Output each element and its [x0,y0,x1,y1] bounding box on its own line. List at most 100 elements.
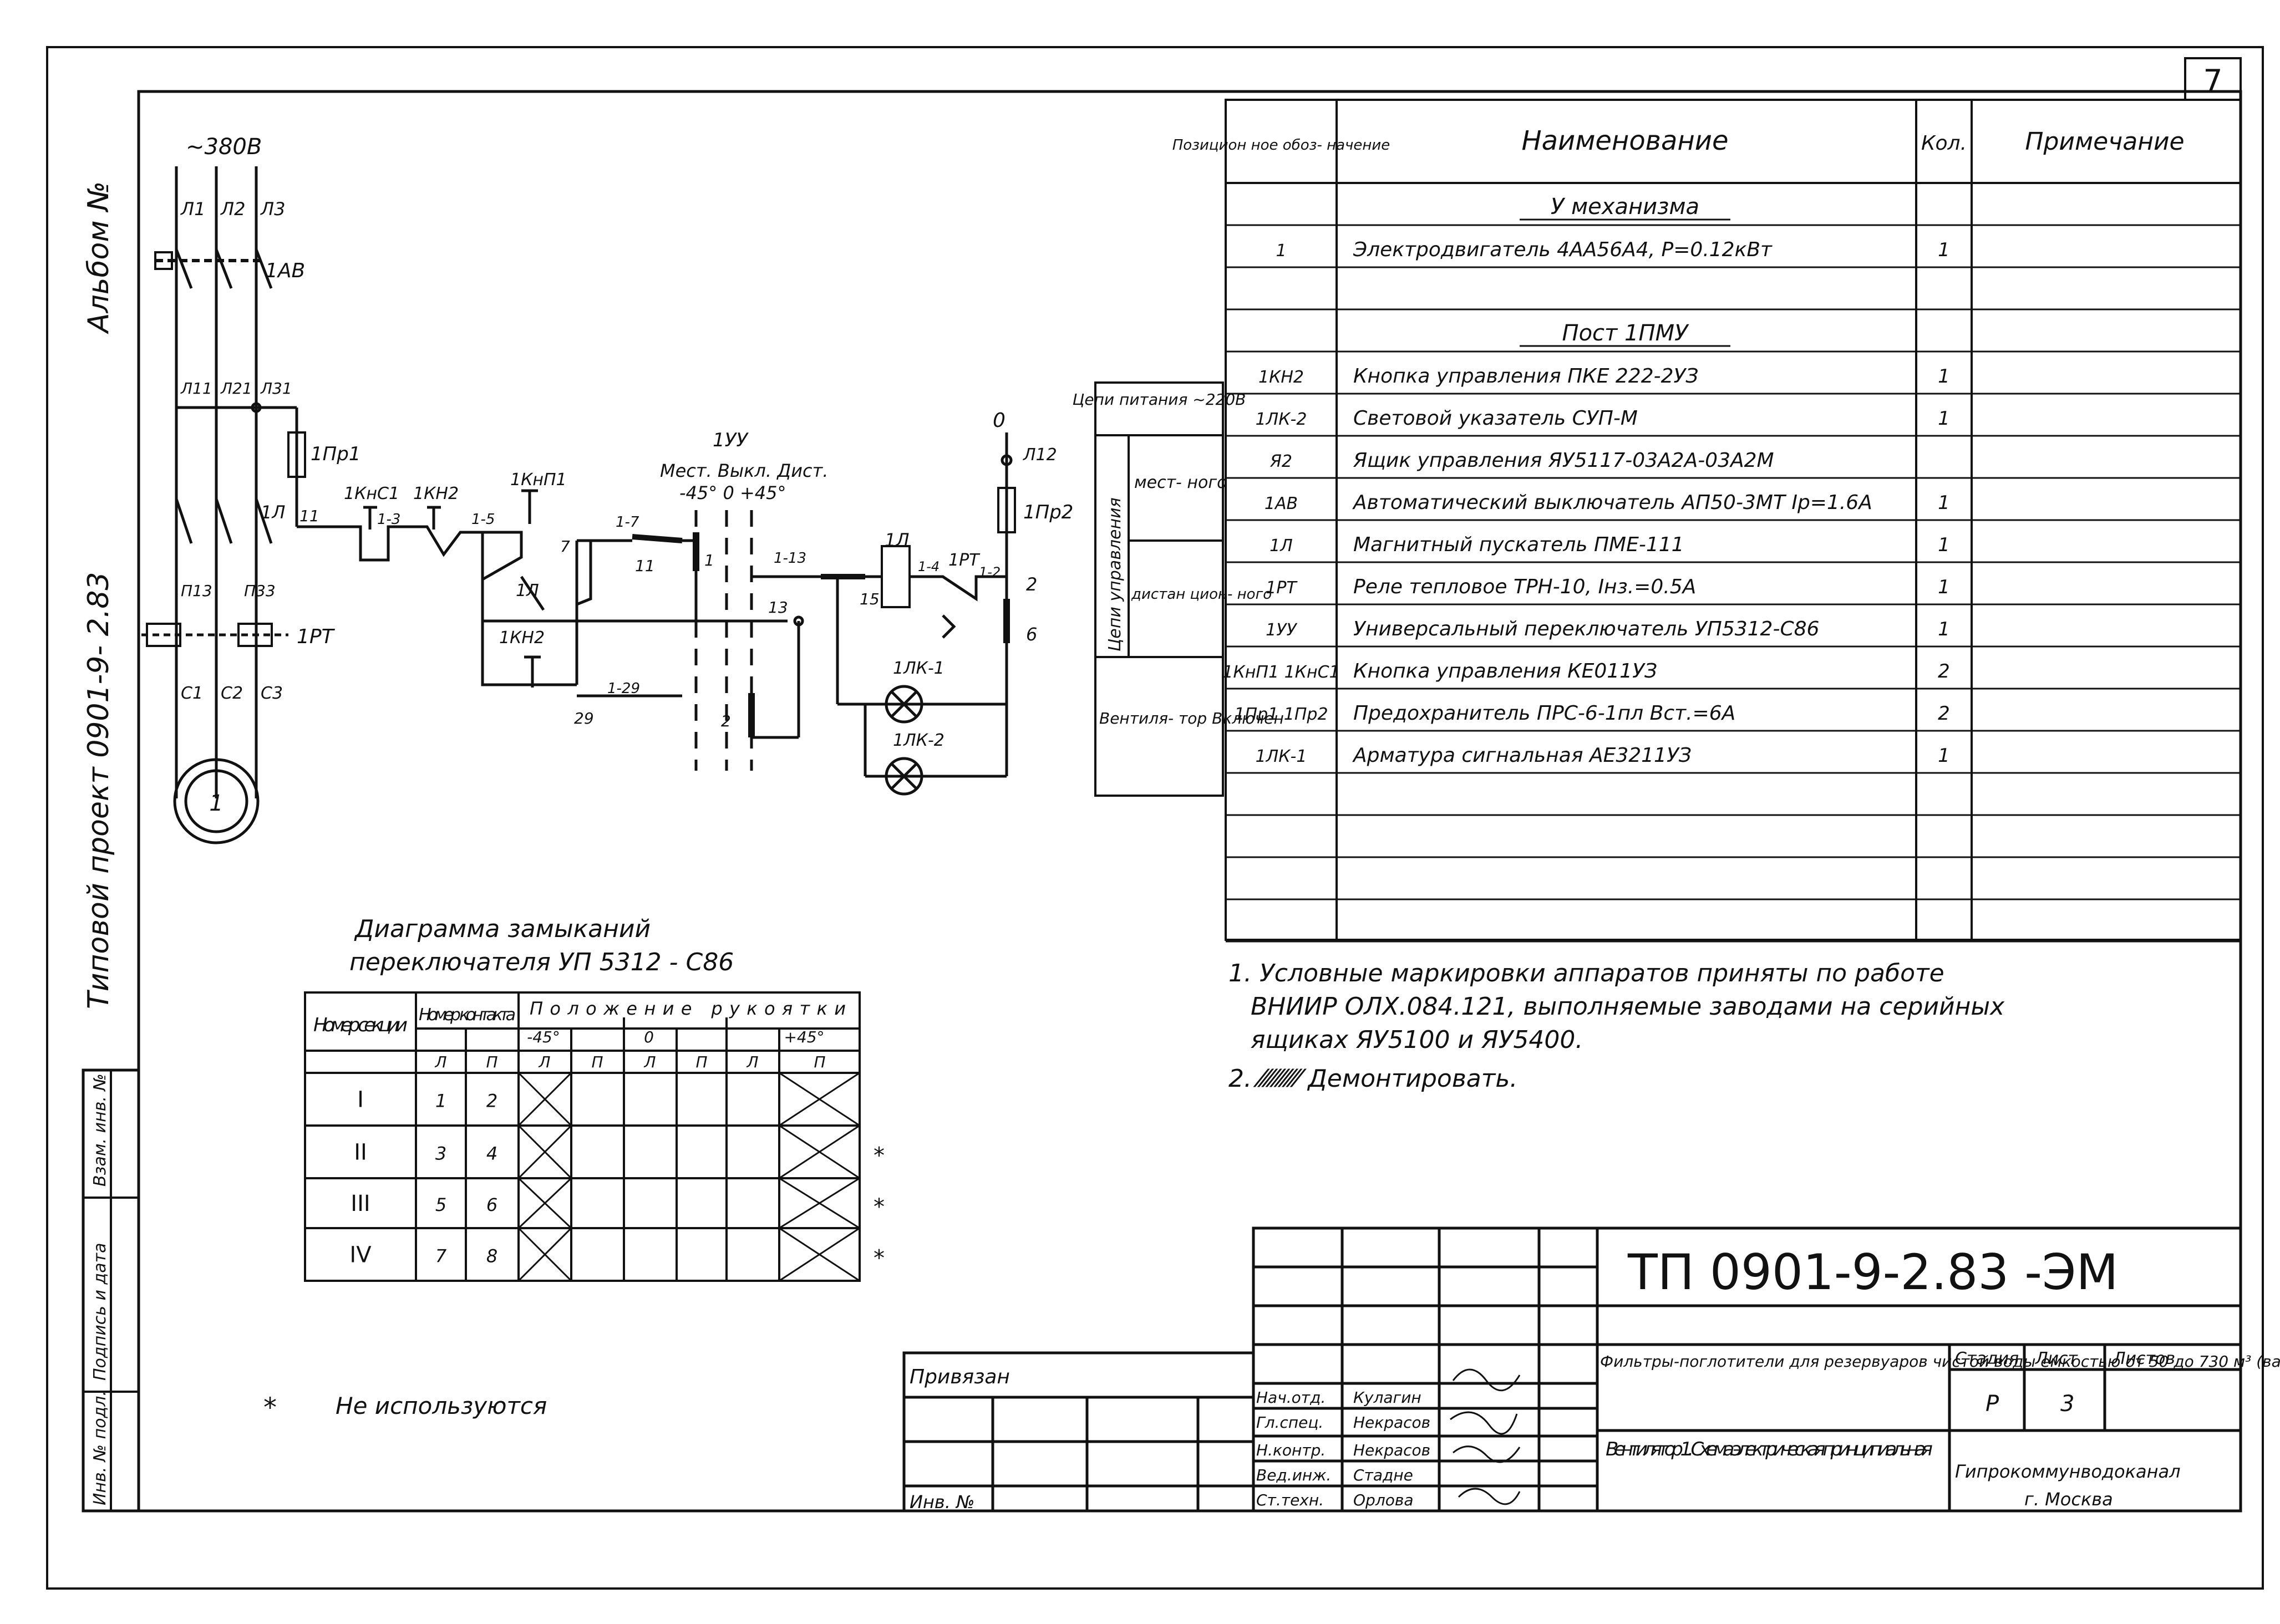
tb-names-2: Некрасов [1353,1441,1430,1459]
sw-lp-label: Л [643,1053,656,1071]
title-block: ТП 0901-9-2.83 -ЭМ Нач.отд. Гл.спец. Н.к… [902,1226,2280,1513]
power-circuit-label: Цепи питания ~220В [1073,390,1246,409]
supply-label: ~380В [186,134,262,160]
tb-roles-2: Н.контр. [1256,1441,1326,1459]
sw-contact-2: 4 [486,1143,497,1164]
local-circuit-label: мест- ного [1134,473,1227,492]
node-1-3: 1-3 [377,511,400,528]
sw-contact-1: 5 [435,1194,446,1215]
node-1: 1 [704,551,714,569]
tb-desc: Фильтры-поглотители для резервуаров чист… [1600,1352,2280,1371]
sw-pos-plus: +45° [784,1028,824,1046]
node-11: 11 [299,507,319,525]
spec-name: Универсальный переключатель УП5312-С86 [1353,618,1819,640]
sw-star: * [874,1194,885,1220]
spec-qty: 2 [1938,660,1950,683]
fuse2-label: 1Пр2 [1023,501,1073,523]
album-label: Альбом № [82,181,115,334]
tb-inv: Инв. № [910,1491,974,1513]
node-2b: 2 [1026,574,1037,595]
switch-diagram-title-2: переключателя УП 5312 - С86 [349,948,734,976]
tb-names-4: Орлова [1353,1491,1414,1509]
tb-names-0: Кулагин [1353,1388,1421,1407]
sw-h-section: Номер секции [313,1014,408,1036]
spec-name: Реле тепловое ТРН-10, Iнз.=0.5А [1353,576,1696,598]
node-1-13: 1-13 [774,550,806,567]
sw-closed-mark [517,1177,572,1229]
sw-contact-1: 7 [435,1246,447,1267]
spec-name: Кнопка управления КЕ011УЗ [1353,660,1657,683]
node-l12: Л12 [1023,445,1057,465]
spec-qty: 1 [1938,745,1950,767]
spec-pos: 1КнП1 1КнС1 [1222,663,1339,682]
switch-label: 1УУ [713,429,749,451]
spec-name: Электродвигатель 4АА56А4, Р=0.12кВт [1353,238,1773,261]
sw-closed-mark [779,1124,860,1179]
node-15b: 15 [860,590,880,608]
spec-pos: 1Л [1270,536,1293,556]
phase-l2: Л2 [220,198,245,220]
spec-table: Позицион ное обоз- начение Наименование … [1172,99,2242,943]
tb-bound: Привязан [910,1366,1010,1388]
sw-pos-minus: -45° [527,1028,560,1046]
sw-section: III [351,1191,370,1216]
tb-names-1: Некрасов [1353,1413,1430,1432]
spec-pos: 1ЛК-1 [1256,747,1307,766]
sw-lp-label: Л [538,1053,550,1071]
sw-closed-mark [517,1072,572,1127]
sw-closed-mark [517,1124,572,1179]
spec-section: Пост 1ПМУ [1562,320,1690,346]
spec-qty: 1 [1938,365,1950,388]
tb-sheet: 3 [2060,1391,2074,1417]
sw-lp-label: П [486,1053,497,1071]
node-29: 29 [574,709,594,727]
tb-stage-h: Стадия [1955,1349,2019,1368]
spec-qty: 2 [1938,702,1950,725]
sw-closed-mark [779,1177,860,1229]
sw-contact-2: 6 [486,1194,497,1215]
spec-name: Ящик управления ЯУ5117-03А2А-03А2М [1353,449,1774,472]
sheet-number: 7 [2203,63,2223,99]
motor-term-2: С2 [221,684,243,703]
node-13b: 13 [768,598,788,617]
tb-stage: Р [1986,1391,1999,1417]
after-breaker-3: Л31 [260,379,292,398]
note-line-3: ящиках ЯУ5100 и ЯУ5400. [1251,1026,1583,1054]
fan-label: Вентиля- тор Включен [1099,709,1284,727]
lamp2-label: 1ЛК-2 [893,731,945,750]
spec-h-note: Примечание [2025,128,2184,156]
project-label: Типовой проект 0901-9- 2.83 [82,572,115,1009]
tb-names-3: Стадне [1353,1466,1413,1484]
node-1-29: 1-29 [607,680,640,697]
tb-sheet-h: Лист [2035,1349,2079,1368]
sw-h-position: Положение рукоятки [530,998,846,1019]
after-breaker-2: Л21 [220,379,252,398]
sw-section: IV [349,1243,372,1268]
stamp-sign: Подпись и дата [90,1243,110,1381]
spec-pos: 1АВ [1265,494,1298,513]
sw-contact-2: 2 [486,1091,497,1112]
sw-lp-label: П [695,1053,707,1071]
tb-org1: Гипрокоммунводоканал [1955,1461,2181,1482]
spec-section: У механизма [1551,194,1699,220]
circuit-labels: Цепи питания ~220В Цепи управления мест-… [1073,381,1284,797]
motor-label: 1 [209,791,223,816]
spec-qty: 1 [1938,576,1950,598]
sw-closed-mark [779,1227,860,1282]
spec-pos: 1 [1276,241,1286,261]
sw-lp-label: Л [434,1053,446,1071]
sw-closed-mark [517,1227,572,1282]
signatures [1450,1368,1521,1505]
spec-h-qty: Кол. [1921,132,1967,155]
switch-diagram-title-1: Диаграмма замыканий [354,915,651,943]
spec-qty: 1 [1938,492,1950,514]
after-breaker-1: Л11 [180,379,212,398]
tb-roles-0: Нач.отд. [1256,1388,1326,1407]
lamp1-label: 1ЛК-1 [893,659,945,678]
after-contactor-1: П13 [181,582,212,600]
spec-name: Магнитный пускатель ПМЕ-111 [1353,533,1684,556]
node-1-4: 1-4 [918,559,940,574]
spec-pos: 1УУ [1266,620,1297,640]
